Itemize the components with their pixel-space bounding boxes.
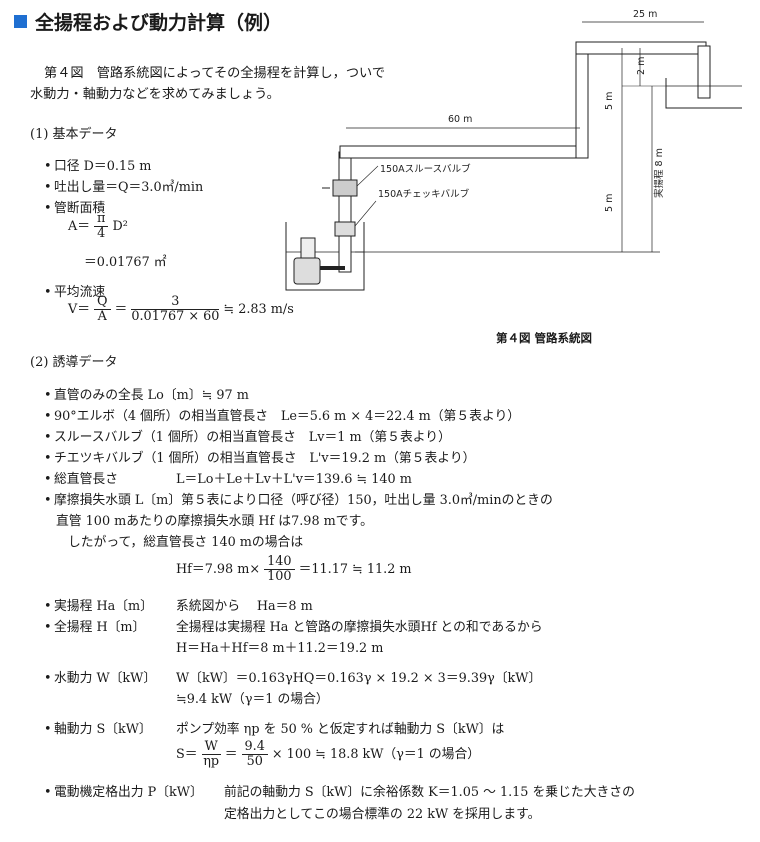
ha-item: •実揚程 Ha〔m〕	[44, 599, 153, 614]
friction-item: •摩擦損失水頭 L〔m〕第５表により口径（呼び径）150，吐出し量 3.0㎥/m…	[44, 493, 553, 508]
p-text-2: 定格出力としてこの場合標準の 22 kW を採用します。	[224, 807, 541, 822]
upper-riser-pipe	[575, 47, 589, 159]
horizontal-pipe-60m	[339, 145, 585, 159]
p-item: •電動機定格出力 P〔kW〕	[44, 785, 203, 800]
friction-line-2: 直管 100 mあたりの摩擦損失水頭 Hf は7.98 mです。	[56, 514, 373, 529]
discharge-item: •吐出し量＝Q＝3.0㎥/min	[44, 180, 204, 195]
w-item: •水動力 W〔kW〕	[44, 671, 157, 686]
s-text-1: ポンプ効率 ηp を 50 % と仮定すれば軸動力 S〔kW〕は	[176, 722, 505, 737]
friction-line-3: したがって，総直管長さ 140 mの場合は	[68, 535, 304, 550]
top-pipe-25m	[575, 41, 707, 55]
pump-body	[293, 257, 321, 285]
intro-line-2: 水動力・軸動力などを求めてみましょう。	[30, 87, 280, 102]
label-2m: 2 m	[636, 57, 647, 75]
derived-heading: (2) 誘導データ	[30, 355, 118, 370]
gate-valve-leader	[356, 165, 379, 187]
diagram-caption: 第４図 管路系統図	[496, 331, 593, 345]
pump-motor	[300, 237, 316, 259]
le-item: •90°エルボ（4 個所）の相当直管長さ Le＝5.6 m × 4＝22.4 m…	[44, 409, 521, 424]
intro-line-1: 第４図 管路系統図によってその全揚程を計算し，ついで	[44, 66, 386, 81]
label-check-valve: 150Aチェッキバルブ	[378, 188, 470, 200]
ha-text: 系統図から Ha＝8 m	[176, 599, 313, 614]
velocity-item: •平均流速	[44, 285, 106, 300]
lv2-item: •チエツキバルブ（1 個所）の相当直管長さ L'v＝19.2 m（第５表より）	[44, 451, 476, 466]
label-gate-valve: 150Aスルースバルブ	[380, 163, 471, 175]
lo-item: •直管のみの全長 Lo〔m〕≒ 97 m	[44, 388, 249, 403]
upper-tank	[665, 78, 742, 109]
outlet-down-pipe	[697, 45, 711, 99]
label-25m: 25 m	[633, 9, 657, 20]
diameter-item: •口径 D＝0.15 m	[44, 159, 152, 174]
area-value: ＝0.01767 ㎡	[84, 255, 167, 270]
lv-item: •スルースバルブ（1 個所）の相当直管長さ Lv＝1 m（第５表より）	[44, 430, 451, 445]
area-item: •管断面積	[44, 201, 106, 216]
label-60m: 60 m	[448, 114, 472, 125]
check-valve	[334, 221, 356, 237]
piping-diagram: 25 m 2 m 5 m 60 m 150Aスルースバルブ 150Aチェッキバル…	[285, 9, 742, 291]
riser-pipe	[338, 151, 352, 273]
label-5m-top: 5 m	[604, 92, 615, 110]
h-text-2: H＝Ha＋Hf＝8 m＋11.2＝19.2 m	[176, 641, 384, 656]
w-text-2: ≒9.4 kW（γ＝1 の場合）	[176, 692, 329, 707]
label-head-8m: 実揚程 8 m	[653, 148, 665, 198]
suction-tank	[285, 222, 365, 291]
title-square-icon	[14, 15, 27, 28]
label-5m-bottom: 5 m	[604, 194, 615, 212]
check-valve-leader	[354, 200, 377, 227]
gate-valve	[332, 179, 358, 197]
h-text-1: 全揚程は実揚程 Ha と管路の摩擦損失水頭Hf との和であるから	[176, 620, 543, 635]
w-text-1: W〔kW〕＝0.163γHQ＝0.163γ × 19.2 × 3＝9.39γ〔k…	[176, 671, 542, 686]
basic-heading: (1) 基本データ	[30, 127, 118, 142]
p-text-1: 前記の軸動力 S〔kW〕に余裕係数 K＝1.05 ～ 1.15 を乗じた大きさの	[224, 785, 635, 800]
s-item: •軸動力 S〔kW〕	[44, 722, 152, 737]
h-item: •全揚程 H〔m〕	[44, 620, 146, 635]
page-title: 全揚程および動力計算（例）	[14, 8, 282, 35]
